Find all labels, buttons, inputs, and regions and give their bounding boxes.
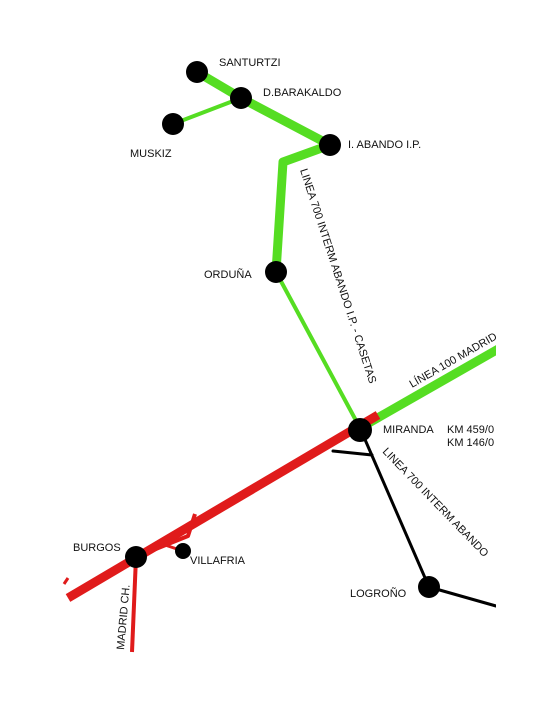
station-dot-abando[interactable] bbox=[319, 134, 341, 156]
right-crop-mask bbox=[496, 0, 553, 722]
label-linea700-upper: LINEA 700 INTERM ABANDO I.P. - CASETAS bbox=[297, 167, 378, 385]
black-track-logrono-east bbox=[427, 585, 498, 608]
label-orduna: ORDUÑA bbox=[204, 268, 252, 281]
label-abando: I. ABANDO I.P. bbox=[348, 139, 421, 151]
label-santurtzi: SANTURTZI bbox=[219, 57, 281, 69]
red-track-burgos-west-stub bbox=[62, 577, 70, 585]
green-track-abando-orduna bbox=[271, 140, 335, 277]
red-track-madrid-ch bbox=[130, 556, 138, 653]
station-labels: SANTURTZI D.BARAKALDO MUSKIZ I. ABANDO I… bbox=[73, 57, 434, 600]
station-dot-orduna[interactable] bbox=[265, 261, 287, 283]
green-track-orduna-miranda bbox=[274, 270, 362, 430]
label-madrid-ch: MADRID CH. bbox=[115, 584, 133, 650]
red-track-miranda-burgos bbox=[65, 411, 381, 602]
station-dot-logrono[interactable] bbox=[418, 576, 440, 598]
red-line-group bbox=[62, 411, 381, 653]
label-muskiz: MUSKIZ bbox=[130, 148, 172, 160]
label-linea700-lower: LINEA 700 INTERM ABANDO bbox=[380, 446, 491, 560]
km-labels: KM 459/0 KM 146/0 bbox=[447, 424, 494, 449]
stations-group bbox=[125, 61, 440, 598]
black-line-group bbox=[331, 426, 498, 608]
line-labels: LINEA 700 INTERM ABANDO I.P. - CASETAS L… bbox=[115, 167, 499, 650]
station-dot-villafria[interactable] bbox=[175, 543, 191, 559]
station-dot-santurtzi[interactable] bbox=[186, 61, 208, 83]
label-villafria: VILLAFRIA bbox=[190, 555, 246, 567]
green-track-muskiz-branch bbox=[171, 96, 243, 126]
green-track-miranda-madrid bbox=[355, 343, 505, 433]
station-dot-muskiz[interactable] bbox=[162, 113, 184, 135]
red-track-villafria-loop bbox=[135, 513, 197, 559]
label-km-459: KM 459/0 bbox=[447, 424, 494, 436]
green-line-group bbox=[171, 67, 505, 433]
label-miranda: MIRANDA bbox=[383, 424, 434, 436]
label-km-146: KM 146/0 bbox=[447, 437, 494, 449]
station-dot-miranda[interactable] bbox=[348, 418, 372, 442]
black-track-miranda-spur bbox=[331, 449, 374, 457]
station-dot-barakaldo[interactable] bbox=[230, 87, 252, 109]
label-logrono: LOGROÑO bbox=[350, 587, 407, 600]
station-dot-burgos[interactable] bbox=[125, 546, 147, 568]
label-barakaldo: D.BARAKALDO bbox=[263, 87, 342, 99]
label-burgos: BURGOS bbox=[73, 542, 121, 554]
